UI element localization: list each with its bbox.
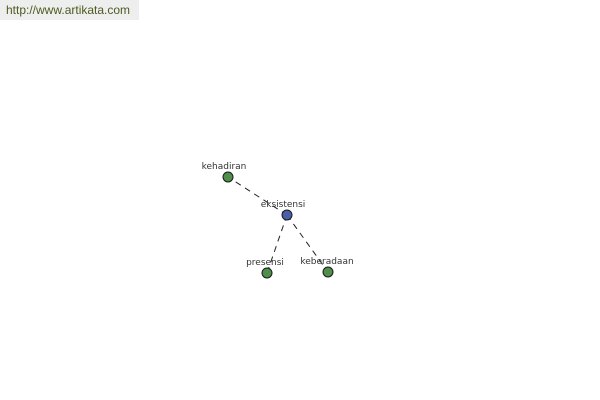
node-kehadiran-label[interactable]: kehadiran	[202, 162, 247, 172]
node-keberadaan[interactable]: keberadaan	[300, 257, 354, 278]
node-presensi-dot[interactable]	[261, 267, 273, 279]
node-presensi[interactable]: presensi	[246, 258, 284, 279]
node-presensi-label[interactable]: presensi	[246, 258, 284, 268]
node-kehadiran-dot[interactable]	[222, 171, 234, 183]
node-eksistensi[interactable]: eksistensi	[261, 200, 306, 221]
edge-eksistensi-keberadaan	[286, 214, 329, 273]
source-url-link[interactable]: http://www.artikata.com	[0, 0, 139, 20]
edge-eksistensi-kehadiran	[227, 176, 288, 216]
node-keberadaan-dot[interactable]	[322, 266, 334, 278]
node-keberadaan-label[interactable]: keberadaan	[300, 257, 353, 267]
node-eksistensi-dot[interactable]	[281, 209, 293, 221]
node-eksistensi-label[interactable]: eksistensi	[261, 200, 306, 210]
node-kehadiran[interactable]: kehadiran	[202, 162, 247, 183]
